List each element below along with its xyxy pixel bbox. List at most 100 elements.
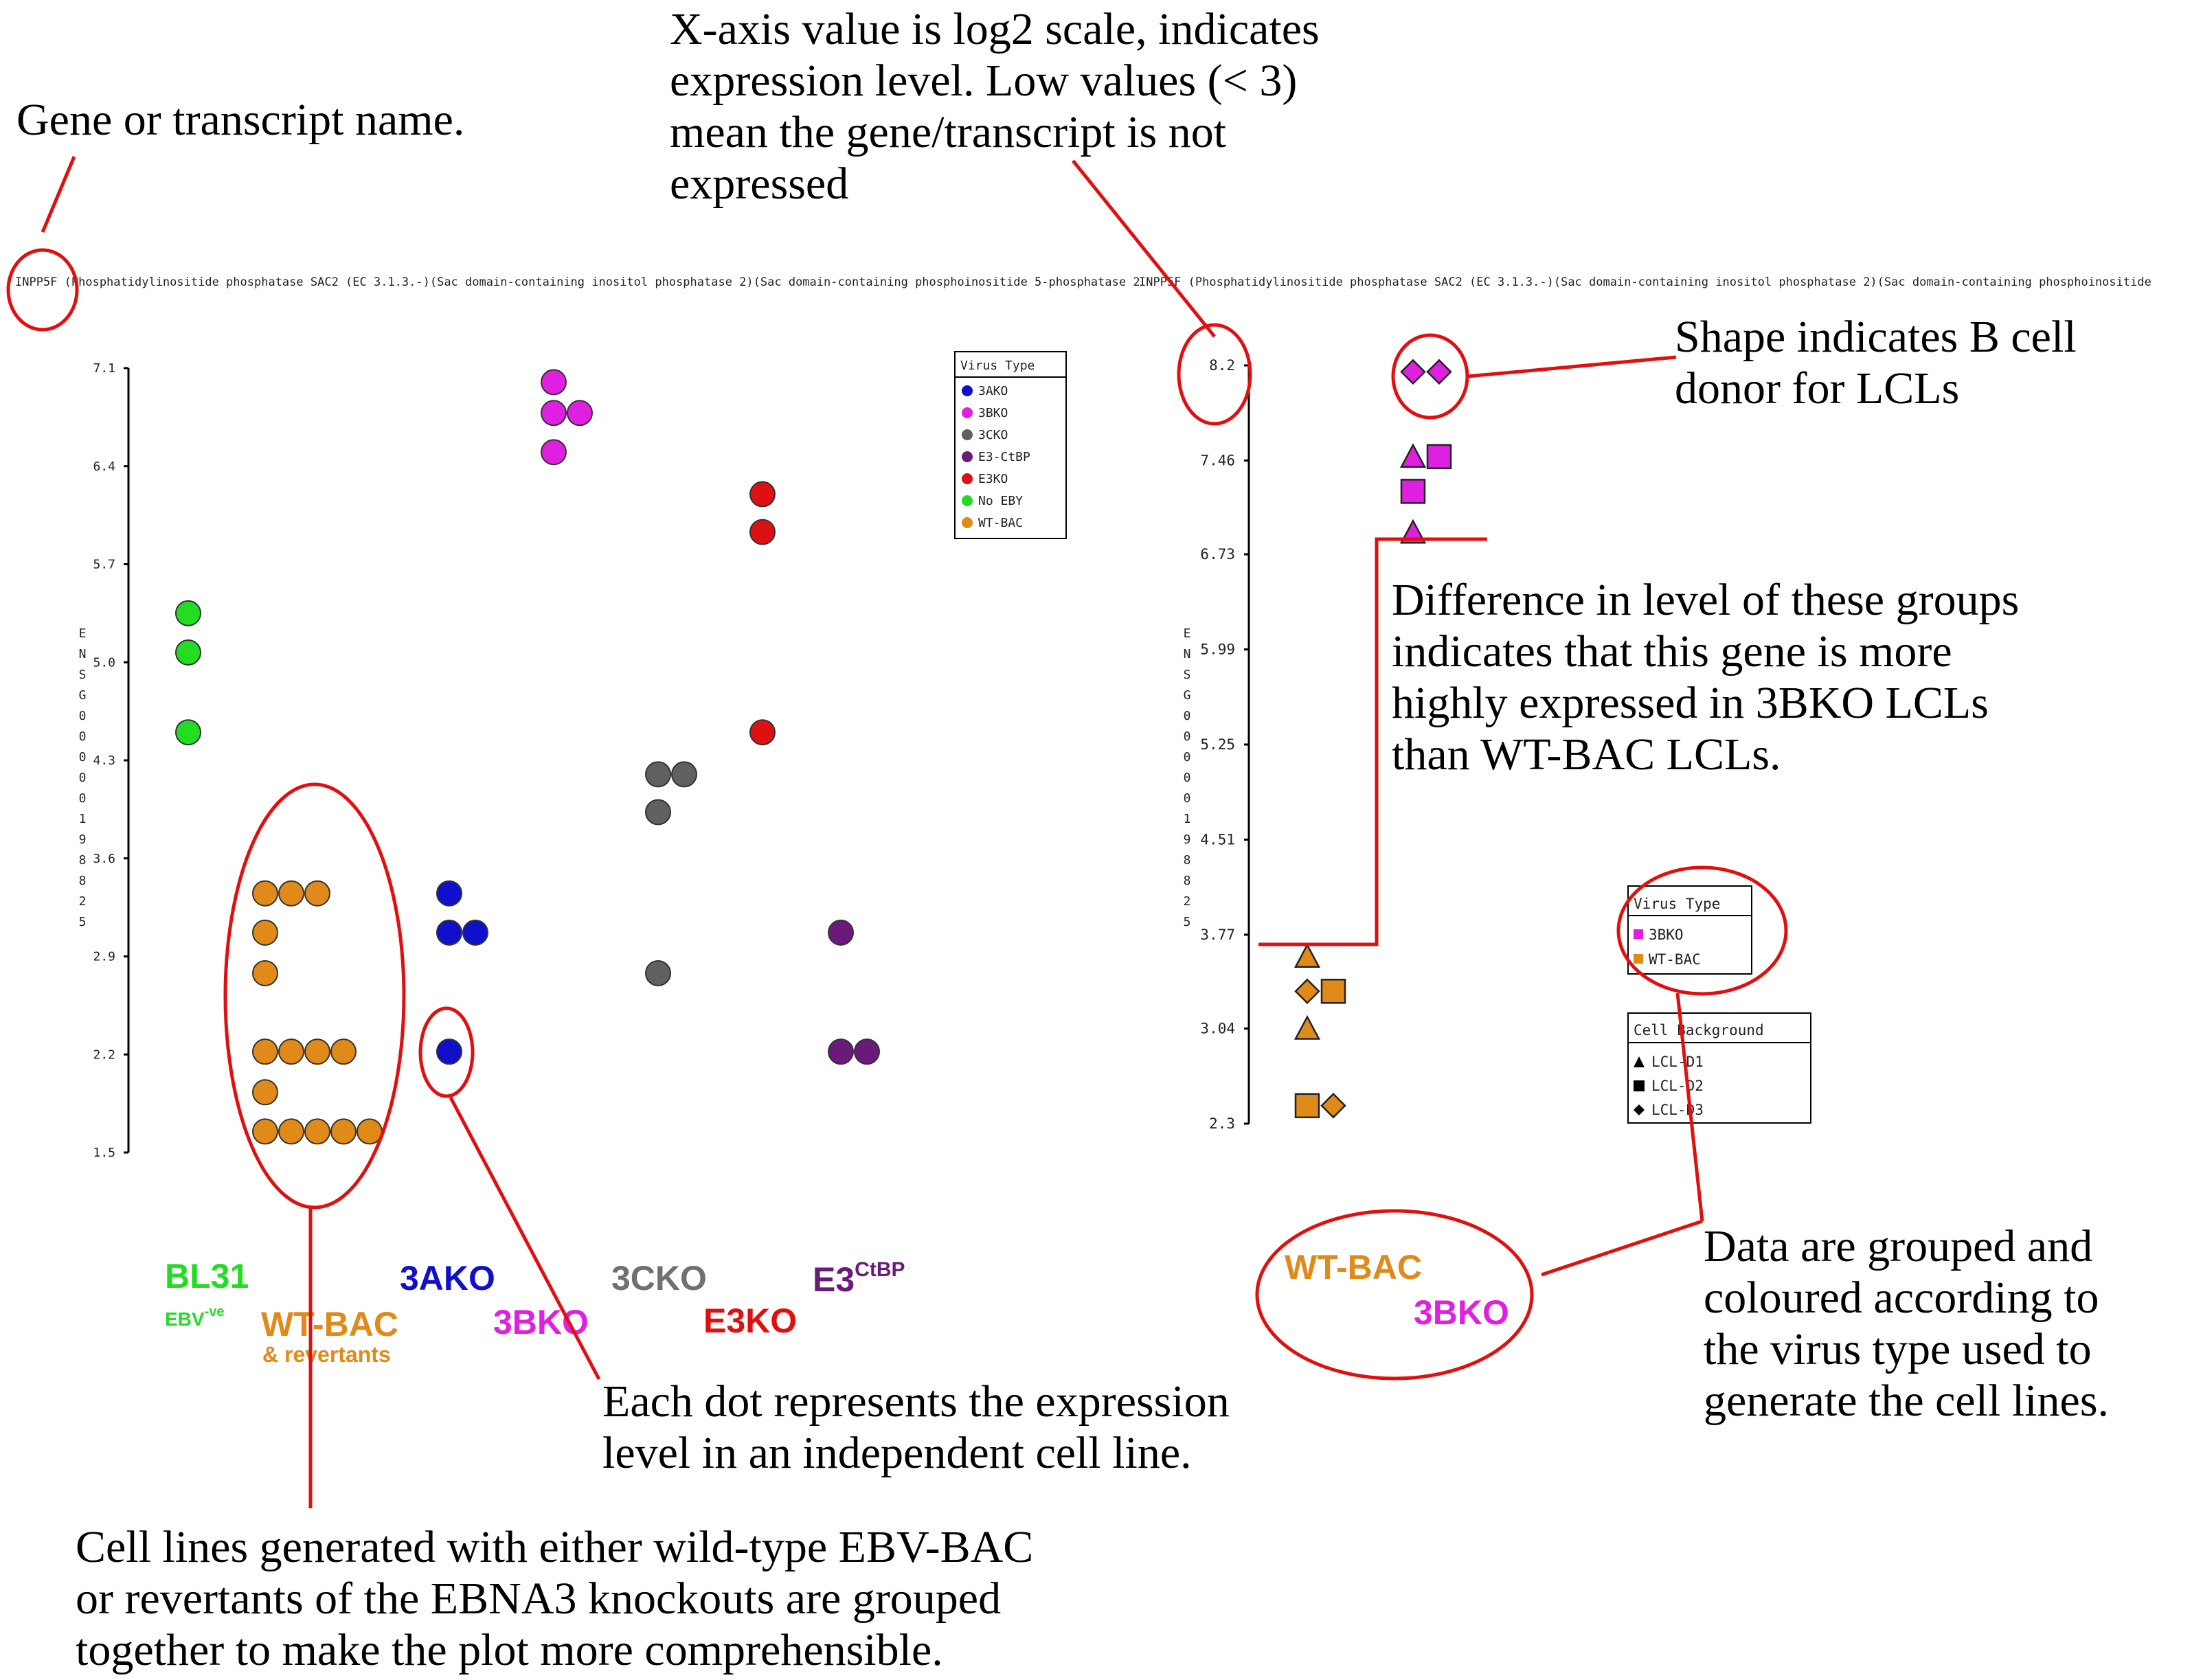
legend-pointer-across [1541, 1219, 1703, 1277]
data-point-3cko [645, 761, 671, 788]
data-point-wt-bac [278, 1038, 304, 1065]
left-chart-title: INPP5F (Phosphatidylinositide phosphatas… [15, 275, 1140, 289]
group-label-e3ctbp-sup: CtBP [855, 1258, 905, 1281]
shape-legend-label: LCL-D2 [1651, 1078, 1704, 1094]
data-point-wt-bac [252, 880, 278, 907]
gene-name-pointer [41, 156, 76, 233]
left-ylabel-char: 8 [79, 853, 87, 867]
left-ylabel-char: 0 [79, 750, 87, 764]
data-point-e3-ctbp [828, 1038, 854, 1065]
data-point-3ako [436, 1038, 462, 1065]
shape-legend-swatch-triangle [1634, 1056, 1645, 1067]
left-group-labels: BL31 EBV-ve WT-BAC & revertants 3AKO 3BK… [165, 1257, 905, 1367]
right-ylabel-char: 8 [1184, 874, 1191, 888]
left-ylabel-char: 0 [79, 771, 87, 785]
left-ylabel-char: S [79, 668, 87, 682]
celllines-note-line: together to make the plot more comprehen… [76, 1625, 943, 1675]
group-label-3bko: 3BKO [493, 1303, 589, 1341]
data-point-3bko [567, 400, 593, 427]
legend-pointer-down [1675, 992, 1704, 1222]
right-ylabel-char: 8 [1184, 853, 1191, 867]
left-tick-label: 5.7 [93, 558, 115, 572]
group-label-bl31-sub-text: EBV [165, 1308, 205, 1330]
left-tick-label: 6.4 [93, 459, 115, 474]
right-ylabel-char: S [1184, 668, 1191, 682]
left-ylabel-char: 8 [79, 874, 87, 888]
right-ylabel-char: 0 [1184, 729, 1191, 744]
group-label-3cko: 3CKO [611, 1259, 707, 1297]
data-point-3bko-diamond [1400, 359, 1426, 385]
left-ylabel-char: 1 [79, 812, 87, 826]
data-point-no-ebv [175, 639, 201, 666]
left-tick-label: 2.2 [93, 1047, 115, 1062]
x-axis-note-line: expression level. Low values (< 3) [670, 56, 1297, 106]
right-legend-title: Virus Type [1634, 896, 1720, 912]
shape-legend-swatch-diamond [1634, 1104, 1645, 1115]
data-point-no-ebv [175, 719, 201, 746]
shape-note-line: donor for LCLs [1675, 363, 1959, 413]
group-label-bl31-sup: -ve [205, 1304, 225, 1319]
data-point-wt-bac [252, 1118, 278, 1145]
left-tick-label: 3.6 [93, 852, 115, 866]
data-point-wt-bac-triangle [1293, 1014, 1321, 1040]
left-ylabel-char: 2 [79, 894, 87, 909]
data-point-wt-bac [278, 880, 304, 907]
data-point-3cko [671, 761, 697, 788]
x-axis-note: X-axis value is log2 scale, indicates ex… [670, 4, 1331, 209]
legend-swatch [962, 407, 973, 418]
celllines-note: Cell lines generated with either wild-ty… [76, 1522, 1045, 1675]
right-data-points [1293, 359, 1452, 1119]
celllines-note-line: Cell lines generated with either wild-ty… [76, 1522, 1033, 1572]
right-group-labels: WT-BAC 3BKO [1285, 1248, 1509, 1332]
dot-pointer [449, 1096, 601, 1381]
left-tick-labels: 7.16.45.75.04.33.62.92.21.5 [93, 361, 115, 1160]
dot-note-line: Each dot represents the expression [602, 1376, 1230, 1427]
right-tick-label: 5.25 [1200, 736, 1235, 753]
legend-swatch [962, 451, 973, 462]
gene-name-circle [6, 248, 79, 332]
shape-circle [1391, 333, 1469, 420]
left-tick-label: 4.3 [93, 753, 115, 768]
x-axis-note-line: X-axis value is log2 scale, indicates [670, 4, 1320, 54]
data-point-3bko-square [1426, 444, 1452, 470]
shape-legend-title: Cell Background [1634, 1022, 1764, 1038]
right-ylabel-char: E [1184, 626, 1191, 641]
right-legend-box [1627, 885, 1752, 975]
left-ylabel-char: 0 [79, 729, 87, 744]
data-point-wt-bac [304, 1118, 330, 1145]
right-tick-label: 7.46 [1200, 452, 1235, 468]
group-label-3ako: 3AKO [400, 1259, 495, 1297]
right-chart-title: INPP5F (Phosphatidylinositide phosphatas… [1139, 275, 2151, 289]
legend-label: WT-BAC [978, 516, 1023, 530]
grouped-note: Data are grouped and coloured according … [1704, 1221, 2110, 1426]
gene-name-note: Gene or transcript name. [16, 95, 464, 145]
celllines-note-line: or revertants of the EBNA3 knockouts are… [76, 1574, 1001, 1624]
data-point-wt-bac [252, 1038, 278, 1065]
right-chart: INPP5F (Phosphatidylinositide phosphatas… [1139, 275, 2151, 1332]
wt-group-circle [223, 782, 406, 1210]
left-ylabel-char: 0 [79, 709, 87, 723]
x-axis-note-line: expressed [670, 159, 848, 209]
data-point-e3ko [749, 481, 776, 508]
group-label-e3ctbp: E3CtBP [813, 1258, 905, 1299]
data-point-wt-bac [252, 960, 278, 986]
data-point-wt-bac [304, 1038, 330, 1065]
difference-note-line: highly expressed in 3BKO LCLs [1392, 678, 1989, 728]
right-ylabel-char: G [1184, 688, 1191, 703]
shape-note: Shape indicates B cell donor for LCLs [1675, 312, 2088, 413]
annotation-notes: Gene or transcript name. X-axis value is… [16, 4, 2110, 1675]
left-ylabel-char: G [79, 688, 87, 703]
group-label-e3ko: E3KO [703, 1302, 797, 1340]
group-label-bl31-sub: EBV-ve [165, 1304, 224, 1330]
legend-label: E3-CtBP [978, 450, 1030, 464]
right-ylabel-char: 5 [1184, 915, 1191, 929]
legend-label: 3BKO [978, 406, 1008, 420]
grouped-note-line: coloured according to [1704, 1273, 2099, 1323]
right-ylabel-char: 9 [1184, 832, 1191, 847]
legend-label: No EBY [978, 494, 1023, 508]
right-ylabel-char: 0 [1184, 750, 1191, 764]
right-tick-label: 3.77 [1200, 927, 1235, 943]
